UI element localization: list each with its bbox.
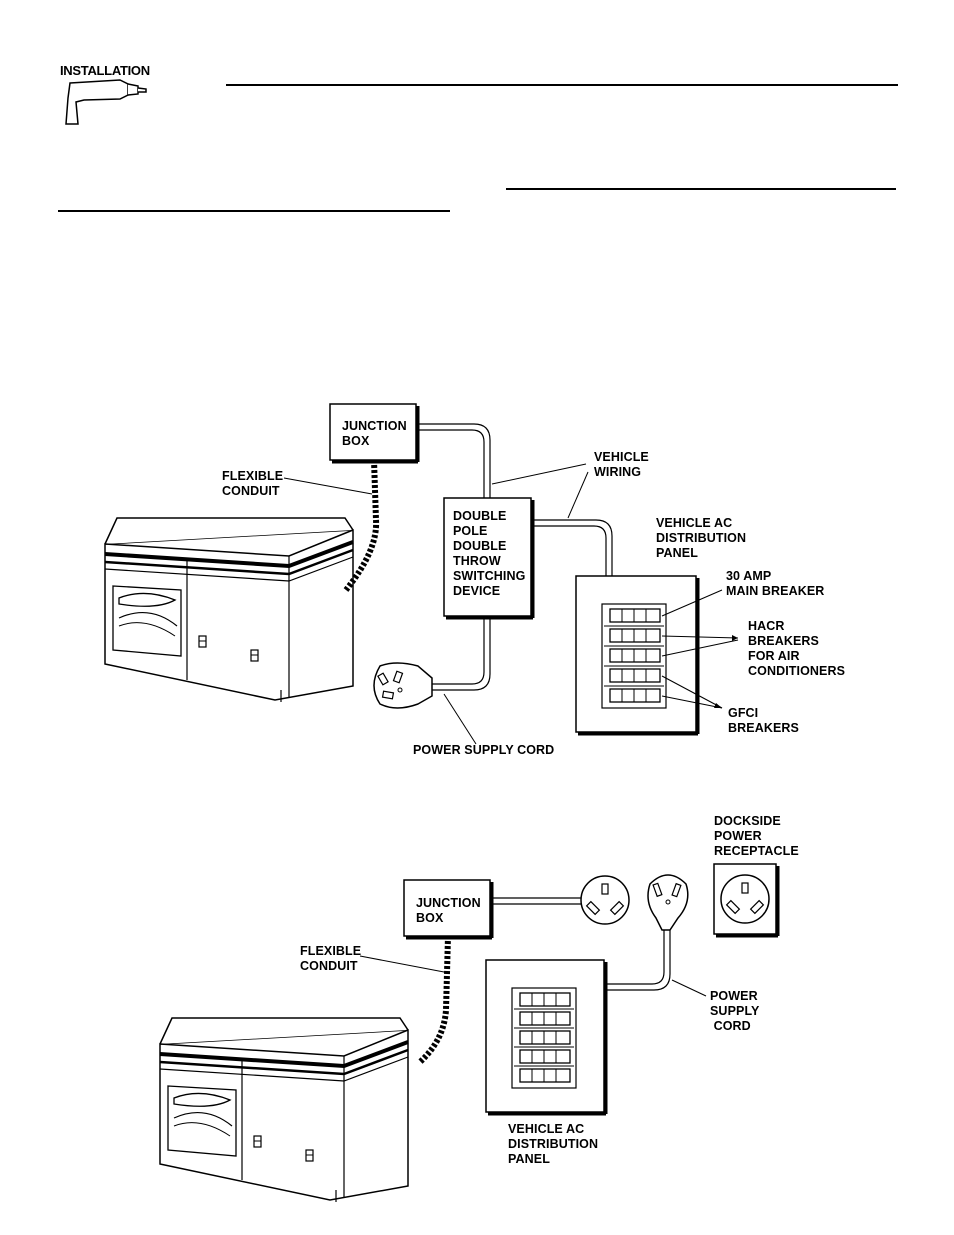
junction-box-2 <box>403 879 491 937</box>
subheading-rule-right <box>506 188 896 190</box>
section-label: INSTALLATION <box>60 63 150 78</box>
breaker-row <box>609 648 661 663</box>
gfci-breakers-label: GFCI BREAKERS <box>728 706 799 735</box>
power-supply-cord-2-label: POWER SUPPLY CORD <box>710 989 760 1033</box>
power-supply-cord-1-label: POWER SUPPLY CORD <box>413 743 555 757</box>
vehicle-wiring-label: VEHICLE WIRING <box>594 450 649 479</box>
generator-2 <box>158 1016 410 1204</box>
distribution-panel-1-label: VEHICLE AC DISTRIBUTION PANEL <box>656 516 747 560</box>
hacr-breakers-label: HACR BREAKERS FOR AIR CONDITIONERS <box>748 619 846 678</box>
switching-device <box>443 497 532 617</box>
flexible-conduit-2-label: FLEXIBLE CONDUIT <box>300 944 362 973</box>
inline-receptacle <box>580 875 630 925</box>
subheading-rule-left <box>58 210 450 212</box>
breaker-row <box>609 628 661 643</box>
generator-1 <box>103 516 355 704</box>
flexible-conduit-1-label: FLEXIBLE CONDUIT <box>222 469 284 498</box>
breaker-row <box>609 608 661 623</box>
header-rule <box>226 84 898 86</box>
main-breaker-label: 30 AMP MAIN BREAKER <box>726 569 825 598</box>
junction-box-2-label: JUNCTION BOX <box>416 896 481 925</box>
flexible-conduit-1 <box>343 459 380 592</box>
power-plug-1 <box>373 662 433 709</box>
junction-box-1 <box>329 403 417 461</box>
breaker-row <box>609 668 661 683</box>
junction-box-1-label: JUNCTION BOX <box>342 419 407 448</box>
switching-device-label: DOUBLE POLE DOUBLE THROW SWITCHING DEVIC… <box>453 509 526 598</box>
power-plug-2 <box>647 874 689 931</box>
dockside-receptacle <box>713 863 780 938</box>
flexible-conduit-2 <box>417 935 451 1065</box>
distribution-panel-2-label: VEHICLE AC DISTRIBUTION PANEL <box>508 1122 599 1166</box>
drill-icon <box>65 79 147 125</box>
breaker-row <box>609 688 661 703</box>
dockside-receptacle-label: DOCKSIDE POWER RECEPTACLE <box>714 814 799 858</box>
